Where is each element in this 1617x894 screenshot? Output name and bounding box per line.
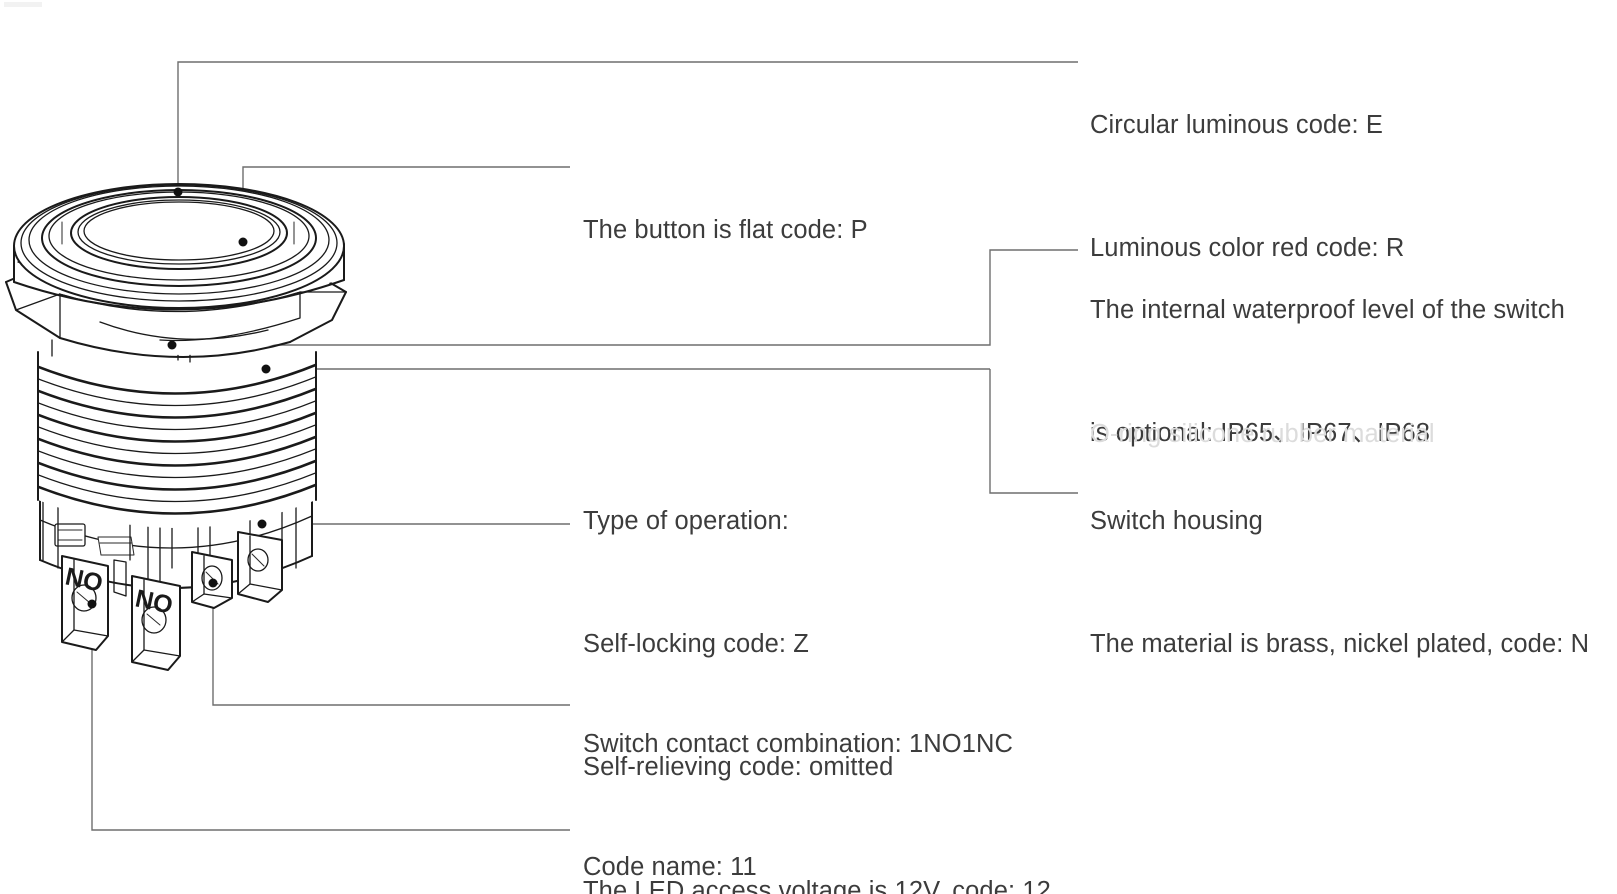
threaded-barrel xyxy=(37,339,317,528)
leader-contacts xyxy=(212,583,570,706)
callout-type-of-operation: Type of operation: Self-locking code: Z … xyxy=(583,419,893,870)
callout-button-flat: The button is flat code: P xyxy=(583,128,868,333)
callout-line: The internal waterproof level of the swi… xyxy=(1090,296,1565,324)
callout-line: Switch contact combination: 1NO1NC xyxy=(583,730,1014,758)
push-button-drawing: NO NO xyxy=(5,183,347,671)
leader-luminous xyxy=(177,61,1078,192)
callout-led-voltage: The LED access voltage is 12V, code: 12 xyxy=(583,789,1051,894)
thread-arcs xyxy=(38,362,316,515)
leader-anchor-dots xyxy=(87,187,271,609)
callout-line: The LED access voltage is 12V, code: 12 xyxy=(583,877,1051,894)
callout-line: Luminous color red code: R xyxy=(1090,234,1405,262)
callout-line: O-ring silicone rubber material xyxy=(1090,420,1435,448)
terminals: NO NO xyxy=(61,531,283,671)
callout-line: The button is flat code: P xyxy=(583,216,868,244)
terminal-2: NO xyxy=(113,559,181,671)
callout-line: Self-locking code: Z xyxy=(583,630,809,658)
callout-switch-housing: Switch housing The material is brass, ni… xyxy=(1090,419,1589,747)
callout-waterproof-level: The internal waterproof level of the swi… xyxy=(1090,208,1565,536)
callout-o-ring-material: O-ring silicone rubber material xyxy=(1090,332,1435,537)
callout-line: Circular luminous code: E xyxy=(1090,111,1384,139)
corner-artifact xyxy=(4,2,42,7)
button-head xyxy=(13,183,345,311)
body-slots xyxy=(54,523,135,556)
leader-waterproof xyxy=(172,249,1078,346)
leader-lines xyxy=(91,61,1078,831)
callout-line: Switch housing xyxy=(1090,507,1263,535)
callout-line: The material is brass, nickel plated, co… xyxy=(1090,630,1590,658)
terminal-4 xyxy=(237,531,283,603)
callout-line: is optional: IP65、IP67、IP68 xyxy=(1090,419,1431,447)
leader-led-voltage xyxy=(91,604,570,831)
callout-contact-combination: Switch contact combination: 1NO1NC Code … xyxy=(583,642,1013,894)
leader-housing xyxy=(989,369,1078,494)
callout-line: Type of operation: xyxy=(583,507,789,535)
callout-circular-luminous: Circular luminous code: E Luminous color… xyxy=(1090,23,1404,351)
terminal-1: NO xyxy=(61,555,109,651)
callout-line: Self-relieving code: omitted xyxy=(583,753,894,781)
callout-line: Code name: 11 xyxy=(583,853,757,881)
